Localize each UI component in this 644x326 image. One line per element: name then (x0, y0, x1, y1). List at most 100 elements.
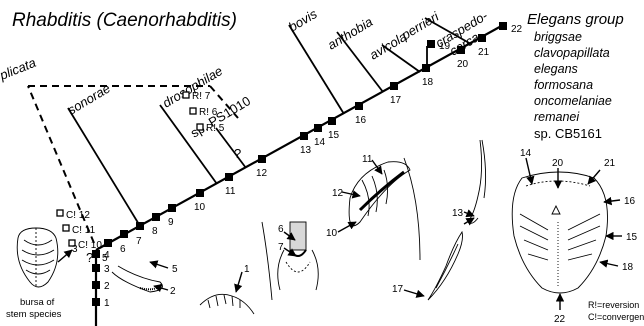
species-sp-cb5161: sp. CB5161 (534, 126, 602, 141)
elegans-group-label: Elegans group (527, 11, 624, 28)
convergence-label-12: C! 12 (66, 210, 90, 221)
apomorphy-label-7: 7 (136, 236, 142, 247)
spicule-drawing-13-14 (464, 140, 486, 224)
apomorphy-label-14: 14 (314, 137, 326, 148)
spicule-drawing-17 (404, 232, 463, 300)
apomorphy-label-17: 17 (390, 95, 402, 106)
species-briggsae: briggsae (534, 30, 582, 44)
apomorphy-label-6: 6 (120, 244, 126, 255)
unknown-mark-lower: ? (86, 250, 93, 265)
apomorphy-label-22: 22 (511, 24, 523, 35)
apomorphy-label-19: 19 (439, 41, 451, 52)
apomorphy-square-9 (168, 204, 176, 212)
apomorphy-label-2: 2 (104, 281, 110, 292)
apomorphy-label-8: 8 (152, 226, 158, 237)
apomorphy-square-12 (258, 155, 266, 163)
taxon-plicata: plicata (0, 55, 38, 83)
convergence-square (63, 225, 69, 231)
figure-num-15: 15 (626, 232, 638, 243)
figure-num-7: 7 (278, 242, 284, 253)
figure-num-11: 11 (362, 154, 373, 165)
apomorphy-square-16 (355, 102, 363, 110)
figure-num-17: 17 (392, 284, 404, 295)
branch-ps1010 (216, 128, 246, 168)
tube-drawing-6-7 (262, 222, 318, 300)
apomorphy-label-1: 1 (104, 298, 110, 309)
figure-num-1: 1 (244, 264, 250, 275)
bursa-stem-species-drawing (17, 228, 72, 287)
figure-num-10: 10 (326, 228, 338, 239)
apomorphy-label-10: 10 (194, 202, 206, 213)
reversion-square (190, 108, 196, 114)
apomorphy-square-11 (225, 173, 233, 181)
convergence-label-11: C! 11 (72, 225, 96, 236)
bursa-profile-drawing-10-12 (338, 158, 420, 260)
apomorphy-square-14 (314, 124, 322, 132)
apomorphy-square-8 (152, 213, 160, 221)
species-remanei: remanei (534, 110, 580, 124)
legend-reversion: R!=reversion (588, 300, 639, 310)
apomorphy-label-11: 11 (225, 186, 236, 197)
figure-num-6: 6 (278, 224, 284, 235)
figure-num-3: 3 (72, 244, 78, 255)
apomorphy-label-9: 9 (168, 217, 174, 228)
apomorphy-square-13 (300, 132, 308, 140)
species-elegans: elegans (534, 62, 578, 76)
figure-num-22: 22 (554, 314, 566, 325)
apomorphy-square-17 (390, 82, 398, 90)
species-formosana: formosana (534, 78, 593, 92)
caption-line2: stem species (6, 309, 62, 320)
reversion-label-5: R! 5 (206, 123, 225, 134)
reversion-square (197, 124, 203, 130)
apomorphy-square-18 (422, 64, 430, 72)
figure-title: Rhabditis (Caenorhabditis) (12, 10, 237, 31)
apomorphy-square-1 (92, 298, 100, 306)
apomorphy-label-15: 15 (328, 130, 340, 141)
legend-convergence: C!=convergence (588, 312, 644, 322)
apomorphy-square-6 (120, 230, 128, 238)
figure-num-13: 13 (452, 208, 464, 219)
figure-num-18: 18 (622, 262, 634, 273)
bursa-ventral-drawing-14-22 (512, 158, 622, 310)
figure-num-20: 20 (552, 158, 564, 169)
reversion-square (183, 92, 189, 98)
apomorphy-square-15 (328, 117, 336, 125)
apomorphy-label-13: 13 (300, 145, 312, 156)
apomorphy-square-22 (499, 22, 507, 30)
apomorphy-square-21 (478, 34, 486, 42)
figure-num-21: 21 (604, 158, 616, 169)
species-clavopapillata: clavopapillata (534, 46, 610, 60)
apomorphy-square-20 (457, 46, 465, 54)
figure-num-16: 16 (624, 196, 636, 207)
apomorphy-label-5: 5 (102, 253, 108, 264)
spicule-drawing-2-5 (112, 262, 168, 292)
reversion-label-6: R! 6 (199, 107, 218, 118)
reversion-label-7: R! 7 (192, 91, 211, 102)
spicule-drawing-1 (200, 272, 254, 314)
unknown-mark-upper: ? (234, 146, 241, 161)
apomorphy-label-16: 16 (355, 115, 367, 126)
apomorphy-square-10 (196, 189, 204, 197)
figure-num-5: 5 (172, 264, 178, 275)
figure-num-2: 2 (170, 286, 176, 297)
figure-num-14: 14 (520, 148, 532, 159)
elegans-group-list: briggsae clavopapillata elegans formosan… (534, 30, 612, 141)
figure-num-12: 12 (332, 188, 344, 199)
apomorphy-label-18: 18 (422, 77, 434, 88)
caption-line1: bursa of (20, 297, 55, 308)
apomorphy-square-7 (136, 222, 144, 230)
taxon-drosophilae: drosophilae (160, 63, 225, 110)
apomorphy-label-21: 21 (478, 47, 490, 58)
taxon-anthobia: anthobia (325, 14, 375, 53)
apomorphy-square-19 (427, 40, 435, 48)
apomorphy-label-3: 3 (104, 264, 110, 275)
side-branches (68, 18, 471, 226)
apomorphy-square-5 (104, 239, 112, 247)
convergence-square (57, 210, 63, 216)
species-oncomelaniae: oncomelaniae (534, 94, 612, 108)
apomorphy-square-2 (92, 281, 100, 289)
taxon-bovis: bovis (286, 6, 320, 35)
